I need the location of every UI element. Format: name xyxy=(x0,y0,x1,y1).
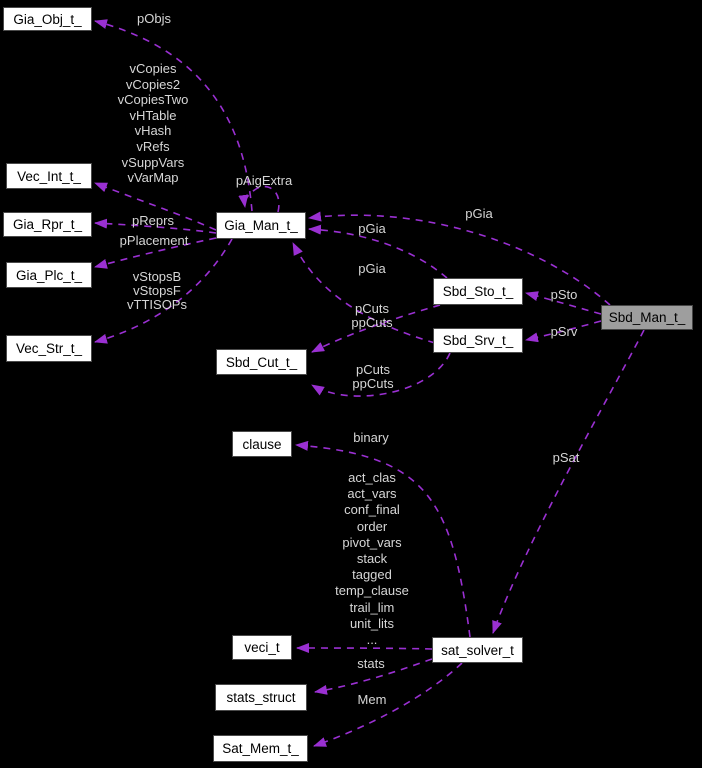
edge-gia-man-to-gia-rpr xyxy=(94,218,217,234)
edge-label-vecint-fields: vCopies vCopies2 vCopiesTwo vHTable vHas… xyxy=(117,61,189,186)
edge-sat-solver-to-veci xyxy=(296,643,433,654)
node-sbd-sto-t[interactable]: Sbd_Sto_t_ xyxy=(433,278,523,305)
node-gia-man-t[interactable]: Gia_Man_t_ xyxy=(216,212,306,239)
edge-label-pgia-sbd-man: pGia xyxy=(465,206,493,221)
edge-sbd-man-to-sbd-srv xyxy=(525,320,602,343)
edge-sbd-man-to-sat-solver xyxy=(492,329,645,634)
edge-label-pcuts-sbd-sto: pCuts ppCuts xyxy=(351,301,393,330)
edge-label-binary: binary xyxy=(353,430,389,445)
edge-label-pplacement: pPlacement xyxy=(119,233,189,248)
edge-gia-man-to-gia-plc xyxy=(94,237,217,269)
edge-sbd-srv-to-gia-man xyxy=(292,242,436,344)
edge-label-paigextra: pAigExtra xyxy=(235,173,293,188)
edge-label-psat: pSat xyxy=(552,450,580,465)
node-sat-mem-t[interactable]: Sat_Mem_t_ xyxy=(213,735,308,762)
edge-label-psrv: pSrv xyxy=(550,324,578,339)
node-vec-int-t[interactable]: Vec_Int_t_ xyxy=(6,163,92,189)
edge-label-stats: stats xyxy=(357,656,385,671)
node-gia-obj-t[interactable]: Gia_Obj_t_ xyxy=(3,7,92,31)
node-gia-plc-t[interactable]: Gia_Plc_t_ xyxy=(6,262,92,288)
edge-label-pcuts-sbd-srv: pCuts ppCuts xyxy=(352,362,394,391)
edge-sat-solver-to-clause xyxy=(295,440,471,638)
edge-label-psto: pSto xyxy=(550,287,578,302)
node-vec-str-t[interactable]: Vec_Str_t_ xyxy=(6,335,92,362)
edge-label-vecstr-fields: vStopsB vStopsF vTTISOPs xyxy=(127,269,187,312)
edge-label-mem: Mem xyxy=(357,692,387,707)
edge-label-pgia-sbd-srv: pGia xyxy=(358,261,386,276)
edge-gia-man-to-gia-obj xyxy=(94,19,253,212)
edge-label-pobjs: pObjs xyxy=(137,11,171,26)
edge-gia-man-to-vec-int xyxy=(94,182,217,231)
edge-sbd-man-to-sbd-sto xyxy=(525,291,602,315)
node-sbd-cut-t[interactable]: Sbd_Cut_t_ xyxy=(216,349,307,375)
node-sbd-srv-t[interactable]: Sbd_Srv_t_ xyxy=(433,328,523,353)
edge-label-preprs: pReprs xyxy=(132,213,174,228)
edge-sbd-sto-to-sbd-cut xyxy=(311,304,441,353)
edge-sbd-sto-to-gia-man xyxy=(308,224,448,279)
edge-gia-man-self-loop xyxy=(238,185,280,213)
node-veci-t[interactable]: veci_t xyxy=(232,635,292,660)
edge-sat-solver-to-sat-mem xyxy=(313,662,463,747)
edge-sat-solver-to-stats-struct xyxy=(314,658,433,695)
edge-sbd-srv-to-sbd-cut xyxy=(311,352,451,397)
node-stats-struct[interactable]: stats_struct xyxy=(215,684,307,711)
edge-sbd-man-to-gia-man xyxy=(308,211,611,306)
node-gia-rpr-t[interactable]: Gia_Rpr_t_ xyxy=(3,212,92,237)
node-sat-solver-t[interactable]: sat_solver_t xyxy=(432,637,523,663)
edge-label-pgia-sbd-sto: pGia xyxy=(358,221,386,236)
edge-label-veci-fields: act_clas act_vars conf_final order pivot… xyxy=(335,470,409,648)
node-sbd-man-t[interactable]: Sbd_Man_t_ xyxy=(601,305,693,330)
node-clause[interactable]: clause xyxy=(232,431,292,457)
